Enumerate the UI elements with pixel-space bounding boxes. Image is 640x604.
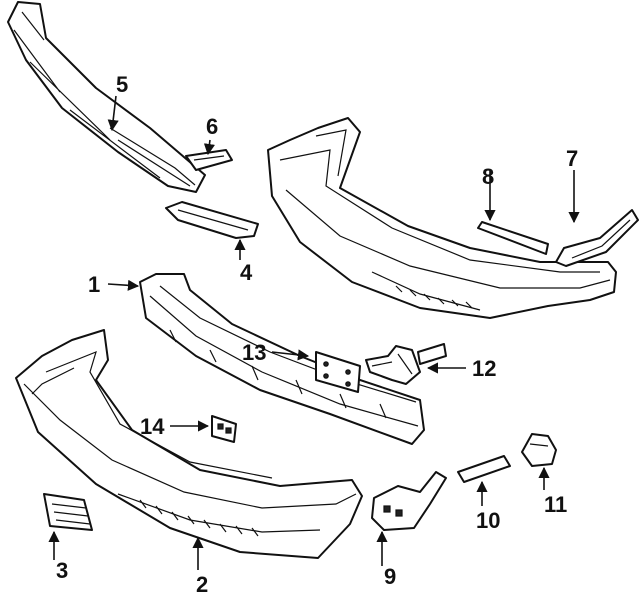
part-7-corner-molding: [555, 209, 639, 267]
part-3-grille-insert: [43, 493, 93, 531]
callout-12: 12: [472, 356, 496, 381]
part-2-front-bumper-cover: [15, 329, 363, 559]
part-6-bracket: [185, 149, 233, 171]
part-10-tube: [457, 455, 511, 483]
part-14-clip: [211, 415, 237, 443]
callout-10: 10: [476, 508, 500, 533]
callout-1: 1: [88, 272, 100, 297]
callout-11: 11: [544, 492, 567, 517]
part-1-impact-bar: [139, 273, 425, 445]
callout-9: 9: [384, 564, 396, 589]
part-12-absorber: [365, 343, 447, 385]
callout-3: 3: [56, 558, 68, 583]
leader-lines: [48, 95, 580, 570]
callout-labels: 5 6 4 7 8 1 13 12 14 3 2 9 10 11: [56, 72, 578, 597]
part-5-air-deflector: [7, 1, 206, 193]
part-9-bracket: [371, 471, 447, 531]
leader-1: [107, 279, 140, 291]
rear-bumper-cover: [267, 117, 617, 319]
part-8-molding-strip: [477, 221, 549, 255]
part-13-mounting-plate: [315, 351, 361, 393]
callout-5: 5: [116, 72, 128, 97]
callout-8: 8: [482, 164, 494, 189]
leader-13: [271, 349, 310, 361]
callout-7: 7: [566, 146, 578, 171]
callout-14: 14: [140, 414, 165, 439]
callout-13: 13: [242, 340, 266, 365]
callout-4: 4: [240, 260, 253, 285]
leader-6: [203, 139, 215, 156]
part-11-clip: [521, 433, 557, 467]
callout-6: 6: [206, 114, 218, 139]
part-4-filler: [165, 201, 259, 239]
callout-2: 2: [196, 572, 208, 597]
leader-5: [107, 95, 119, 132]
